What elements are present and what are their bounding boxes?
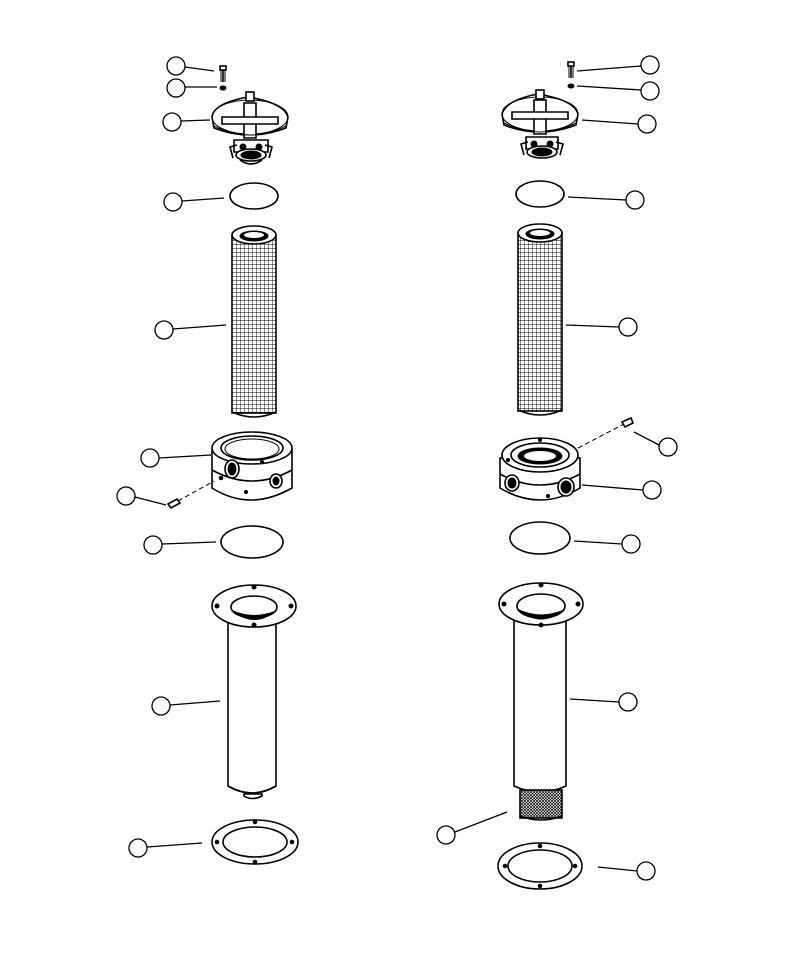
callout-r8[interactable]	[621, 534, 641, 554]
callout-r10[interactable]	[436, 825, 456, 845]
right-seal	[515, 180, 565, 208]
callout-l1[interactable]	[166, 56, 186, 76]
callout-r7[interactable]	[642, 480, 662, 500]
right-callouts	[436, 55, 678, 881]
left-bolt	[219, 65, 227, 82]
right-washer	[567, 83, 575, 89]
callout-l7[interactable]	[116, 486, 136, 506]
left-housing	[211, 431, 293, 501]
left-seal	[229, 182, 279, 210]
callout-r9[interactable]	[618, 692, 638, 712]
right-assembly	[436, 55, 678, 890]
left-tube	[211, 584, 297, 800]
callout-l9[interactable]	[151, 696, 171, 716]
right-cover	[501, 89, 579, 159]
right-strainer	[519, 789, 563, 821]
left-assembly	[116, 56, 299, 865]
right-bolt	[567, 61, 575, 78]
callout-l10[interactable]	[128, 838, 148, 858]
right-housing	[499, 437, 581, 501]
callout-r2[interactable]	[640, 81, 660, 101]
right-gasket	[509, 521, 571, 555]
callout-l2[interactable]	[166, 78, 186, 98]
left-callouts	[116, 56, 227, 858]
callout-r4[interactable]	[625, 190, 645, 210]
callout-l8[interactable]	[143, 535, 163, 555]
right-filter-element	[517, 223, 563, 416]
callout-r6[interactable]	[658, 437, 678, 457]
left-flange	[211, 819, 299, 865]
right-set-screw	[577, 416, 635, 449]
left-filter-element	[231, 225, 277, 418]
callout-r11[interactable]	[636, 861, 656, 881]
callout-l4[interactable]	[163, 192, 183, 212]
callout-l6[interactable]	[140, 448, 160, 468]
callout-l5[interactable]	[154, 320, 174, 340]
right-flange	[497, 842, 583, 890]
callout-r1[interactable]	[640, 55, 660, 75]
left-washer	[219, 85, 227, 91]
right-tube	[498, 582, 584, 793]
callout-r5[interactable]	[618, 317, 638, 337]
left-cover	[211, 91, 289, 165]
callout-l3[interactable]	[162, 112, 182, 132]
left-set-screw	[166, 480, 215, 510]
callout-r3[interactable]	[637, 114, 657, 134]
left-gasket	[220, 525, 284, 559]
